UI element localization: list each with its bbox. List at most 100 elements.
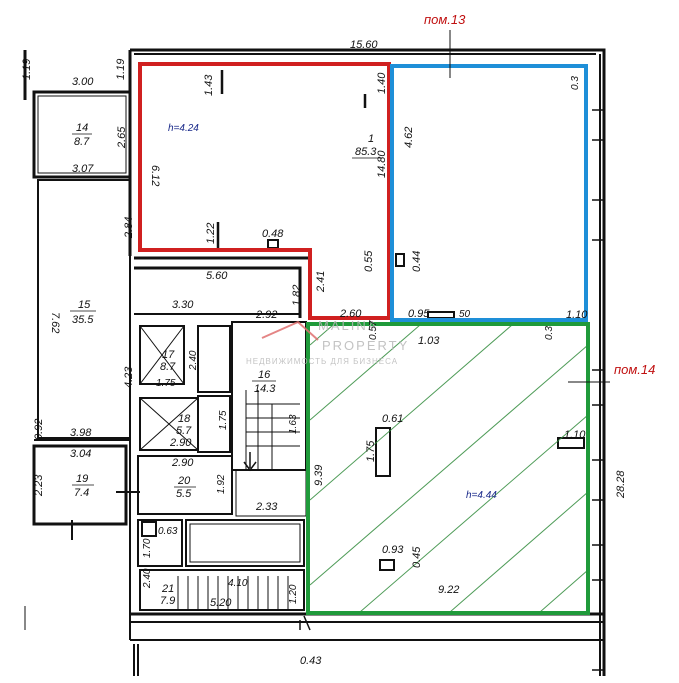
room-18-number: 18 [178,413,191,425]
room-14-area: 8.7 [74,136,90,148]
dim-1-70: 1.70 [142,538,153,558]
room-1-highlight[interactable] [138,62,391,320]
pom13-label: пом.13 [424,12,466,27]
dim-3-04: 3.04 [70,448,91,460]
dim-1-03: 1.03 [418,335,440,347]
dim-3-00: 3.00 [72,76,94,88]
room-21-area: 7.9 [160,595,175,607]
room-21-number: 21 [161,583,174,595]
dim-0-45: 0.45 [411,546,423,568]
dimensions-vertical: 1.19 1.19 1.43 1.40 4.62 2.65 6.12 14.80… [21,59,627,604]
dim-1-63: 1.63 [288,414,299,434]
dim-1-82: 1.82 [291,285,303,306]
dim-0-48: 0.48 [262,228,284,240]
dim-5-20: 5.20 [210,597,232,609]
dim-2-40-b: 2.40 [142,568,153,589]
room-14-walls [32,90,132,179]
dim-2-60: 2.60 [339,308,362,320]
dim-0-43: 0.43 [300,655,322,667]
room-20-area: 5.5 [176,488,192,500]
dim-1-75-c: 1.75 [365,440,377,462]
room-16-number: 16 [258,369,271,381]
dim-6-12: 6.12 [149,165,161,186]
pom13-highlight[interactable] [390,64,588,322]
dim-1-19-a: 1.19 [21,59,33,80]
dim-9-22: 9.22 [438,584,459,596]
dim-0-93: 0.93 [382,544,404,556]
pom14-label: пом.14 [614,362,655,377]
room-18-area: 5.7 [176,425,192,437]
dim-2-90-b: 2.90 [171,457,194,469]
dim-28-28: 28.28 [615,470,627,499]
dim-0-44: 0.44 [411,251,423,272]
room-labels: h=4.24 1 85.3 14 8.7 15 35.5 16 14.3 17 … [70,122,497,607]
dim-1-75-a: 1.75 [156,378,176,389]
room-15-area: 35.5 [72,314,94,326]
dim-0-3-b: 0.3 [544,326,555,340]
dim-1-92: 1.92 [216,474,227,494]
outer-wall-top-right [130,48,606,676]
dim-2-65: 2.65 [116,126,128,149]
watermark-brand-2: PROPERTY [322,338,409,353]
dim-5-60: 5.60 [206,270,228,282]
dim-2-41: 2.41 [315,271,327,293]
room-20-walls [137,455,233,515]
room-19-number: 19 [76,473,88,485]
dim-2-84: 2.84 [123,217,135,239]
dim-2-23: 2.23 [33,474,45,497]
dim-7-62: 7.62 [49,312,61,333]
dim-50: 50 [459,309,471,320]
pom14-highlight[interactable] [306,322,590,615]
watermark-brand-1: MALINA [318,318,378,333]
room-16-area: 14.3 [254,383,276,395]
dim-0-61: 0.61 [382,413,403,425]
dim-0-3: 0.3 [570,76,581,90]
dim-1-40: 1.40 [376,72,388,94]
dim-1-43: 1.43 [203,74,215,96]
dim-15-60: 15.60 [350,39,378,51]
pom14-height: h=4.44 [466,490,497,501]
dim-1-22: 1.22 [205,223,217,244]
dim-0-95: 0.95 [408,308,430,320]
dim-0-57: 0.57 [368,320,379,340]
dim-4-10: 4.10 [228,578,248,589]
walls [23,48,606,676]
watermark-tagline: НЕДВИЖИМОСТЬ ДЛЯ БИЗНЕСА [246,357,398,366]
dim-0-55: 0.55 [363,250,375,272]
dim-1-20: 1.20 [288,584,299,604]
room-15-number: 15 [78,299,91,311]
dim-4-62: 4.62 [403,127,415,148]
dim-2-40: 2.40 [188,350,199,371]
watermark-logo-mark [261,320,319,341]
dim-2-90-a: 2.90 [169,437,192,449]
stair-21 [139,569,305,611]
dim-0-63: 0.63 [158,526,178,537]
dimensions: 15.60 3.00 3.07 0.48 5.60 3.30 2.92 2.60… [70,39,588,667]
room-1-area: 85.3 [355,146,377,158]
dim-14-80: 14.80 [376,150,388,178]
room-16-walls [231,321,307,471]
dim-3-98: 3.98 [70,427,92,439]
dim-4-23: 4.23 [123,366,135,388]
room-19-area: 7.4 [74,487,89,499]
dim-3-07: 3.07 [72,163,94,175]
room-20-number: 20 [177,475,191,487]
dim-1-75-b: 1.75 [218,410,229,430]
dim-3-30: 3.30 [172,299,194,311]
dim-1-10-top: 1.10 [566,309,588,321]
elevator-17 [139,325,185,385]
column [375,427,391,477]
room-17-area: 8.7 [160,361,176,373]
dim-2-92: 2.92 [255,309,277,321]
room-1-number: 1 [368,133,374,145]
dim-9-39: 9.39 [313,465,325,486]
dim-1-10: 1.10 [564,429,586,441]
room-17-number: 17 [162,349,175,361]
dim-0-92: 0.92 [33,419,45,440]
dim-1-19-b: 1.19 [115,59,127,80]
watermark: MALINA PROPERTY НЕДВИЖИМОСТЬ ДЛЯ БИЗНЕСА [246,318,409,366]
room-1-height: h=4.24 [168,123,199,134]
dim-2-33: 2.33 [255,501,278,513]
room-14-number: 14 [76,122,88,134]
